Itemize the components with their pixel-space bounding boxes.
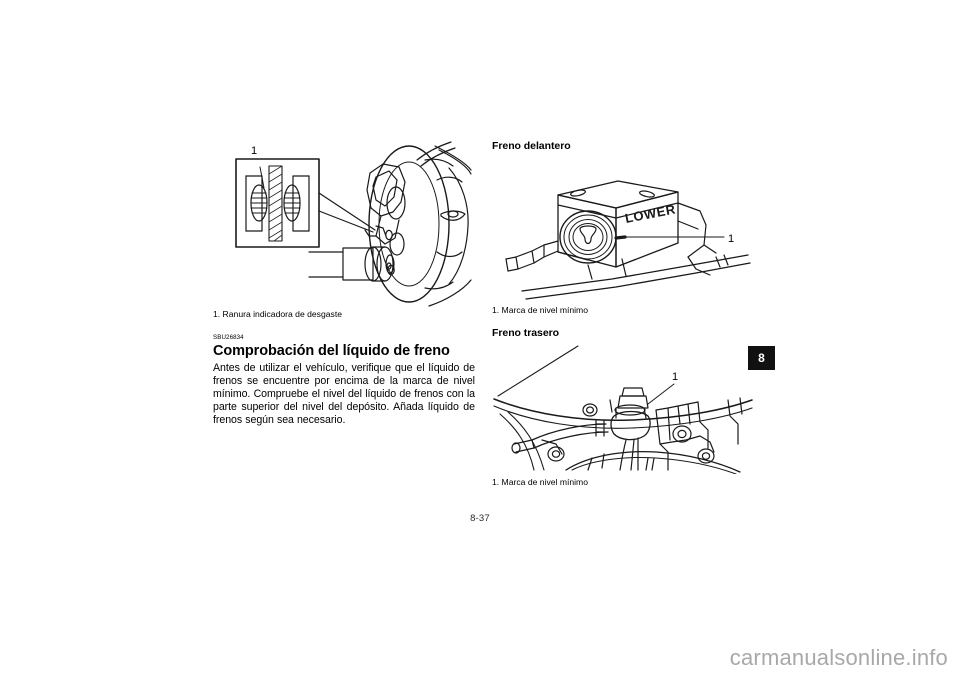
subheading-front-brake: Freno delantero (492, 140, 571, 152)
figure-caption-pad-wear: 1. Ranura indicadora de desgaste (213, 309, 342, 319)
figure-caption-front-brake: 1. Marca de nivel mínimo (492, 305, 588, 315)
rear-brake-reservoir-illustration: 1 (492, 344, 754, 474)
chapter-tab-8: 8 (748, 346, 775, 370)
section-body-text: Antes de utilizar el vehículo, verifique… (213, 362, 475, 427)
section-title: Comprobación del líquido de freno (213, 343, 450, 359)
callout-1-front-brake: 1 (728, 233, 734, 245)
right-column: Freno delantero (492, 140, 754, 488)
subheading-rear-brake: Freno trasero (492, 327, 560, 339)
rear-brake-reservoir-drawing: 1 (493, 345, 753, 474)
callout-1-pad-wear: 1 (251, 145, 257, 157)
reference-code: SBU26834 (213, 334, 244, 341)
brake-pad-wear-indicator-drawing: 1 (235, 141, 472, 307)
reservoir-lower-label: LOWER (624, 201, 677, 226)
front-brake-reservoir-drawing: LOWER 1 (505, 180, 751, 300)
brake-pad-wear-indicator-illustration: 1 (213, 140, 475, 308)
left-column: 1 1. Ranura indicadora de desgaste SBU26… (213, 140, 475, 427)
page-number: 8-37 (470, 513, 490, 524)
callout-1-rear-brake: 1 (672, 371, 678, 383)
figure-caption-rear-brake: 1. Marca de nivel mínimo (492, 477, 588, 487)
front-brake-reservoir-illustration: LOWER 1 (492, 159, 754, 301)
site-watermark: carmanualsonline.info (729, 645, 948, 670)
